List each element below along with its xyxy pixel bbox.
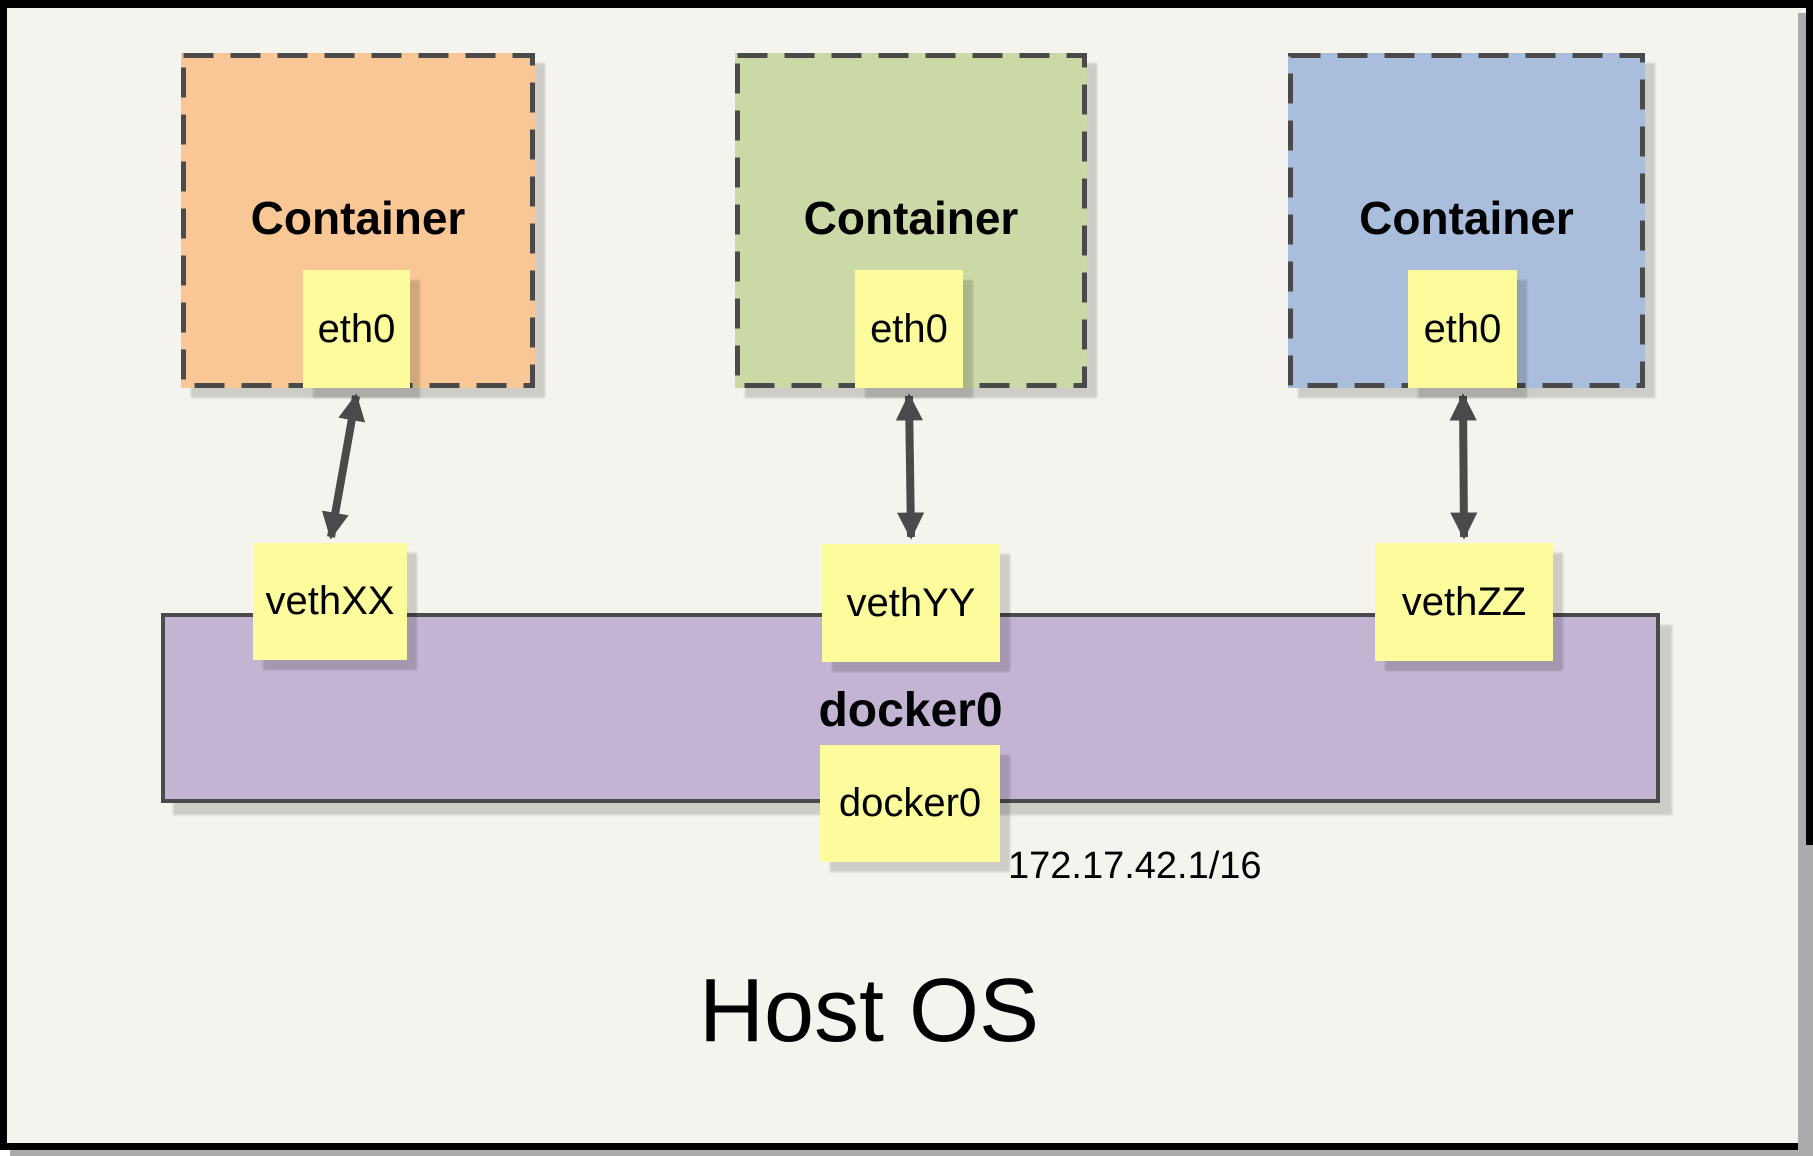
host-os-label: Host OS — [698, 961, 1040, 1061]
page-shadow-bottom — [10, 1150, 1813, 1156]
vethzz-box: vethZZ — [1375, 543, 1553, 661]
docker0-bridge-label: docker0 — [818, 684, 1003, 737]
docker0-interface-box: docker0 — [820, 745, 1000, 862]
frame-border-left — [0, 0, 7, 1150]
frame-border-top — [0, 0, 1813, 8]
eth0-box-2: eth0 — [855, 270, 963, 388]
eth0-box-3: eth0 — [1408, 270, 1517, 388]
frame-border-bottom — [0, 1143, 1806, 1150]
bridge-ip-label: 172.17.42.1/16 — [1008, 845, 1262, 887]
page-shadow-right-lower — [1806, 845, 1813, 1156]
vethyy-box: vethYY — [822, 544, 1000, 662]
container-2-label: Container — [803, 192, 1019, 244]
frame-border-right — [1806, 0, 1813, 845]
eth0-box-1: eth0 — [303, 270, 410, 388]
page-shadow-right — [1798, 13, 1806, 1156]
container-1-label: Container — [250, 192, 466, 244]
container-3-label: Container — [1359, 192, 1574, 244]
vethxx-box: vethXX — [253, 543, 407, 660]
